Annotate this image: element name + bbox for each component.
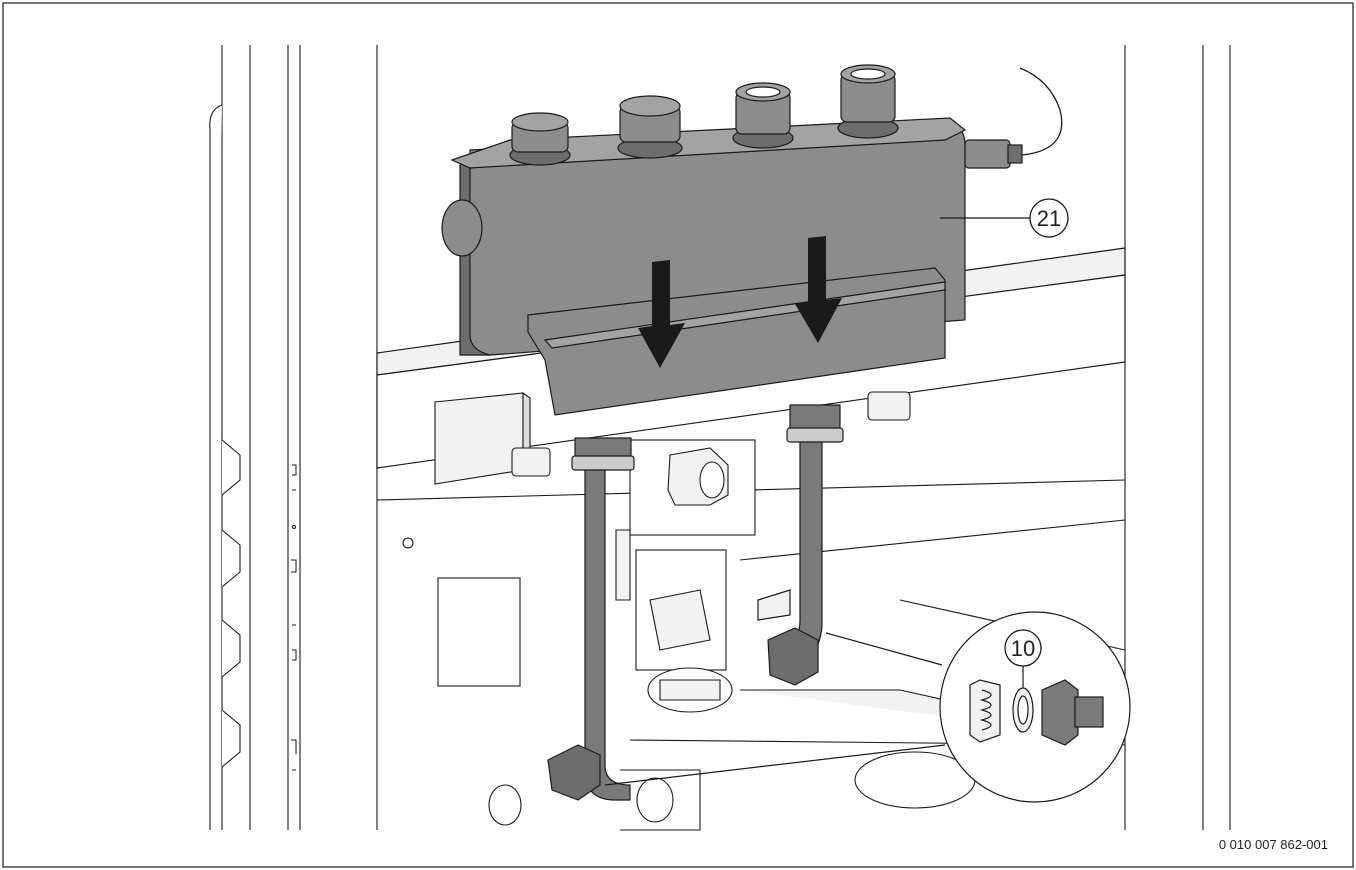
push-down-arrows [638,236,842,368]
callout-21-label: 21 [1037,206,1061,231]
callout-10-label: 10 [1011,636,1035,661]
detail-inset [604,611,1131,803]
side-panel-slots [209,104,241,830]
manifold-unit [441,64,1063,416]
callout-21: 21 [940,198,1069,238]
document-code: 0 010 007 862-001 [1219,837,1328,852]
outlet-fittings [511,391,911,477]
rail-markings [291,464,297,771]
lower-fittings [488,439,1126,831]
back-plate [376,479,1126,687]
sealing-ring [1012,687,1034,733]
hose-right [757,404,844,686]
hose-left [547,437,635,801]
callout-10: 10 [1004,629,1042,667]
